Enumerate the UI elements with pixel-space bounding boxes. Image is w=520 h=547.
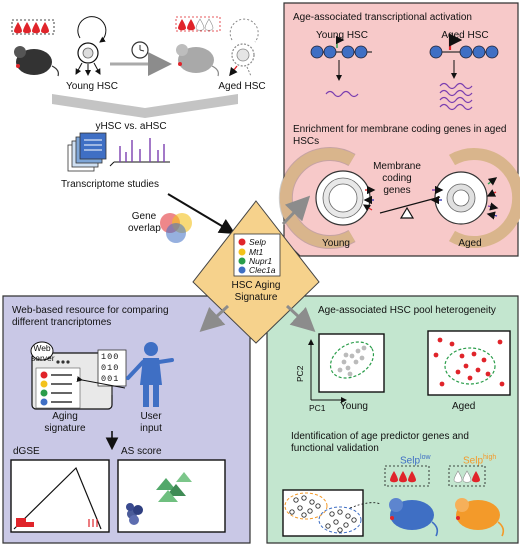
clock-icon [131,41,149,59]
binary-row-3: 001 [101,374,120,384]
pca-aged-label: Aged [452,401,476,412]
transcriptome-label: Transcriptome studies [61,179,159,190]
spectrum-plot [109,138,170,167]
panel-green [266,295,519,544]
orange-mouse [455,498,505,537]
young-hsc-label: Young HSC [66,81,118,92]
panel-red [278,2,520,257]
membrane-genes-label: Membrane coding genes [373,161,421,196]
blue-mouse [389,498,439,537]
red-panel-title: Age-associated transcriptional activatio… [293,12,472,23]
user-input-label: User input [140,411,162,434]
as-score-label: AS score [121,446,162,457]
pc2-label: PC2 [295,365,305,382]
aged-hsc-cell [229,18,259,77]
aged-cell-label: Aged [458,238,482,249]
comparison-label: yHSC vs. aHSC [95,121,167,132]
aged-mouse [175,16,221,77]
young-chromatin [310,35,372,98]
gene-overlap-label: Gene overlap [128,211,161,234]
cluster-plot [282,465,486,537]
dgse-label: dGSE [13,446,40,457]
young-hsc-chromatin-label: Young HSC [316,30,368,41]
panel-blue [2,295,251,544]
pca-young-label: Young [340,401,368,412]
green-panel-title: Age-associated HSC pool heterogeneity [318,305,496,316]
binary-input-box [76,349,127,395]
transcriptome-stack-icon [67,132,107,172]
pc1-label: PC1 [309,403,326,413]
aged-hsc-chromatin-label: Aged HSC [441,30,489,41]
aging-signature-list [35,367,81,409]
balance-icon [379,196,441,219]
aged-niche-cell [430,148,520,248]
blue-panel-title: Web-based resource for comparing differe… [12,305,169,328]
green-panel-subtitle: Identification of age predictor genes an… [291,431,469,454]
aged-hsc-label: Aged HSC [218,81,266,92]
aging-signature-label: Aging signature [44,411,86,434]
gene-selp: Selp [249,237,267,247]
venn-icon [160,213,192,243]
gene-nupr1: Nupr1 [249,256,273,266]
young-mouse [11,19,59,77]
young-hsc-cell [75,16,107,76]
young-cell-label: Young [322,238,350,249]
top-left-scheme [11,16,259,243]
pca-young-plot [308,333,385,403]
red-panel-subtitle: Enrichment for membrane coding genes in … [293,124,507,147]
selp-low-label: Selplow [400,454,431,467]
pca-aged-plot [427,330,511,396]
selp-high-label: Selphigh [463,454,497,467]
dgse-plot [10,459,110,533]
binary-row-2: 010 [101,363,120,373]
as-score-plot [117,459,226,533]
gene-mt1: Mt1 [249,247,264,257]
aged-chromatin [429,33,499,111]
hsc-aging-signature-title: HSC Aging Signature [231,280,281,303]
user-figure [126,342,174,407]
web-server-label: Web server [31,343,55,363]
binary-row-1: 100 [101,352,120,362]
gene-clec1a: Clec1a [249,265,276,275]
